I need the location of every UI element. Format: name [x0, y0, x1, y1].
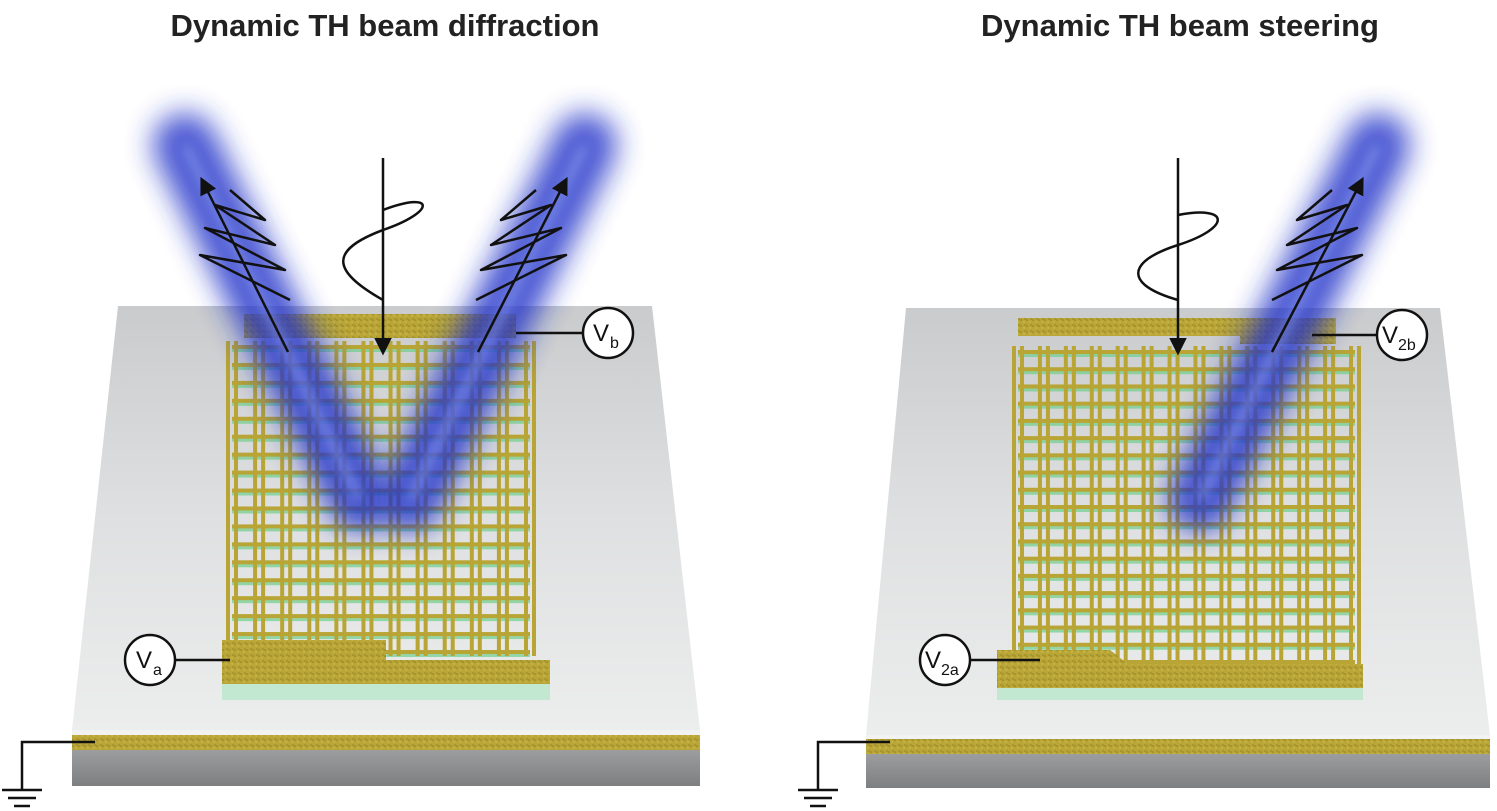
grid-column-bar — [450, 341, 455, 656]
grid-column-bar — [1331, 346, 1336, 666]
grid-row-shadow — [1018, 645, 1355, 650]
left-metasurface-base — [222, 682, 550, 700]
grid-column-bar — [1297, 346, 1302, 666]
left-fundamental-wave — [342, 200, 424, 302]
right-bottom-electrode — [997, 650, 1363, 688]
grid-row-shadow — [1018, 542, 1355, 547]
grid-row-shadow — [232, 617, 530, 622]
left-voltage-b-label: V b — [581, 306, 635, 360]
panel-left-title: Dynamic TH beam diffraction — [170, 8, 600, 43]
grid-column-bar — [477, 341, 482, 656]
grid-column-bar — [1305, 346, 1310, 666]
left-diffracted-arrow-left — [200, 176, 290, 353]
left-back-electrode — [72, 734, 700, 750]
right-fundamental-wave — [1137, 211, 1219, 302]
grid-column-bar — [234, 341, 238, 656]
grid-row-shadow — [1018, 594, 1355, 599]
left-voltage-b-main: V — [593, 320, 609, 347]
right-back-electrode — [866, 738, 1490, 754]
grid-row-shadow — [232, 563, 530, 568]
grid-row-bar — [1018, 539, 1355, 544]
left-ground-icon — [2, 740, 95, 808]
left-voltage-a-main: V — [136, 647, 152, 674]
left-voltage-a-sub: a — [153, 662, 162, 679]
grid-column-bar — [1349, 346, 1353, 666]
grid-row-shadow — [232, 527, 530, 532]
right-voltage-2b-label: V 2b — [1375, 308, 1429, 362]
grid-column-bar — [315, 341, 320, 656]
grid-column-bar — [532, 341, 536, 656]
grid-column-bar — [1141, 346, 1146, 666]
right-ground-icon — [798, 740, 890, 808]
left-th-wave-right — [475, 189, 568, 302]
grid-row-bar — [1018, 608, 1355, 613]
grid-column-bar — [1323, 346, 1328, 666]
right-substrate-side — [866, 754, 1490, 788]
grid-row-bar — [232, 632, 530, 637]
grid-column-bar — [1245, 346, 1250, 666]
right-device: V 2b V 2a — [798, 50, 1490, 808]
right-voltage-2b-sub: 2b — [1398, 337, 1416, 354]
left-th-wave-left — [198, 189, 291, 302]
grid-row-bar — [232, 524, 530, 529]
grid-row-shadow — [1018, 559, 1355, 564]
grid-row-bar — [232, 542, 530, 547]
grid-column-bar — [288, 341, 293, 656]
grid-column-bar — [1045, 346, 1050, 666]
grid-row-shadow — [1018, 628, 1355, 633]
grid-row-shadow — [232, 581, 530, 586]
grid-row-bar — [1018, 625, 1355, 630]
grid-row-bar — [232, 578, 530, 583]
right-voltage-2a-label: V 2a — [918, 633, 972, 687]
right-th-wave — [1271, 189, 1364, 302]
left-voltage-a-label: V a — [123, 633, 177, 687]
grid-column-bar — [1279, 346, 1284, 666]
grid-column-bar — [1037, 346, 1042, 666]
grid-row-bar — [1018, 591, 1355, 596]
grid-column-bar — [253, 341, 258, 656]
right-voltage-2a-sub: 2a — [941, 662, 959, 679]
grid-column-bar — [1089, 346, 1094, 666]
grid-column-bar — [1063, 346, 1068, 666]
left-device: V b V a — [2, 50, 700, 808]
grid-row-bar — [232, 614, 530, 619]
grid-column-bar — [280, 341, 285, 656]
right-voltage-2b-main: V — [1382, 322, 1398, 349]
grid-row-shadow — [232, 599, 530, 604]
left-voltage-b-sub: b — [610, 335, 619, 352]
grid-column-bar — [524, 341, 528, 656]
grid-column-bar — [1115, 346, 1120, 666]
grid-column-bar — [469, 341, 474, 656]
grid-row-bar — [232, 560, 530, 565]
right-voltage-2a-main: V — [925, 647, 941, 674]
grid-row-bar — [232, 596, 530, 601]
grid-column-bar — [1253, 346, 1258, 666]
grid-column-bar — [226, 341, 230, 656]
grid-column-bar — [496, 341, 501, 656]
grid-column-bar — [1357, 346, 1361, 666]
grid-row-bar — [1018, 642, 1355, 647]
left-bottom-electrode — [222, 640, 550, 684]
grid-row-bar — [1018, 660, 1355, 664]
panel-right-title: Dynamic TH beam steering — [981, 8, 1379, 43]
grid-column-bar — [307, 341, 312, 656]
grid-column-bar — [504, 341, 509, 656]
grid-column-bar — [261, 341, 266, 656]
left-diffracted-arrow-right — [476, 176, 568, 353]
grid-column-bar — [1271, 346, 1276, 666]
grid-column-bar — [1012, 346, 1016, 666]
grid-row-shadow — [232, 545, 530, 550]
grid-row-shadow — [232, 635, 530, 640]
grid-column-bar — [1123, 346, 1128, 666]
grid-column-bar — [1020, 346, 1024, 666]
right-steered-arrow — [1270, 176, 1364, 353]
grid-row-shadow — [1018, 576, 1355, 581]
grid-row-bar — [1018, 556, 1355, 561]
left-substrate-side — [72, 750, 700, 786]
grid-row-bar — [1018, 573, 1355, 578]
grid-column-bar — [1097, 346, 1102, 666]
grid-column-bar — [1071, 346, 1076, 666]
grid-row-shadow — [1018, 611, 1355, 616]
